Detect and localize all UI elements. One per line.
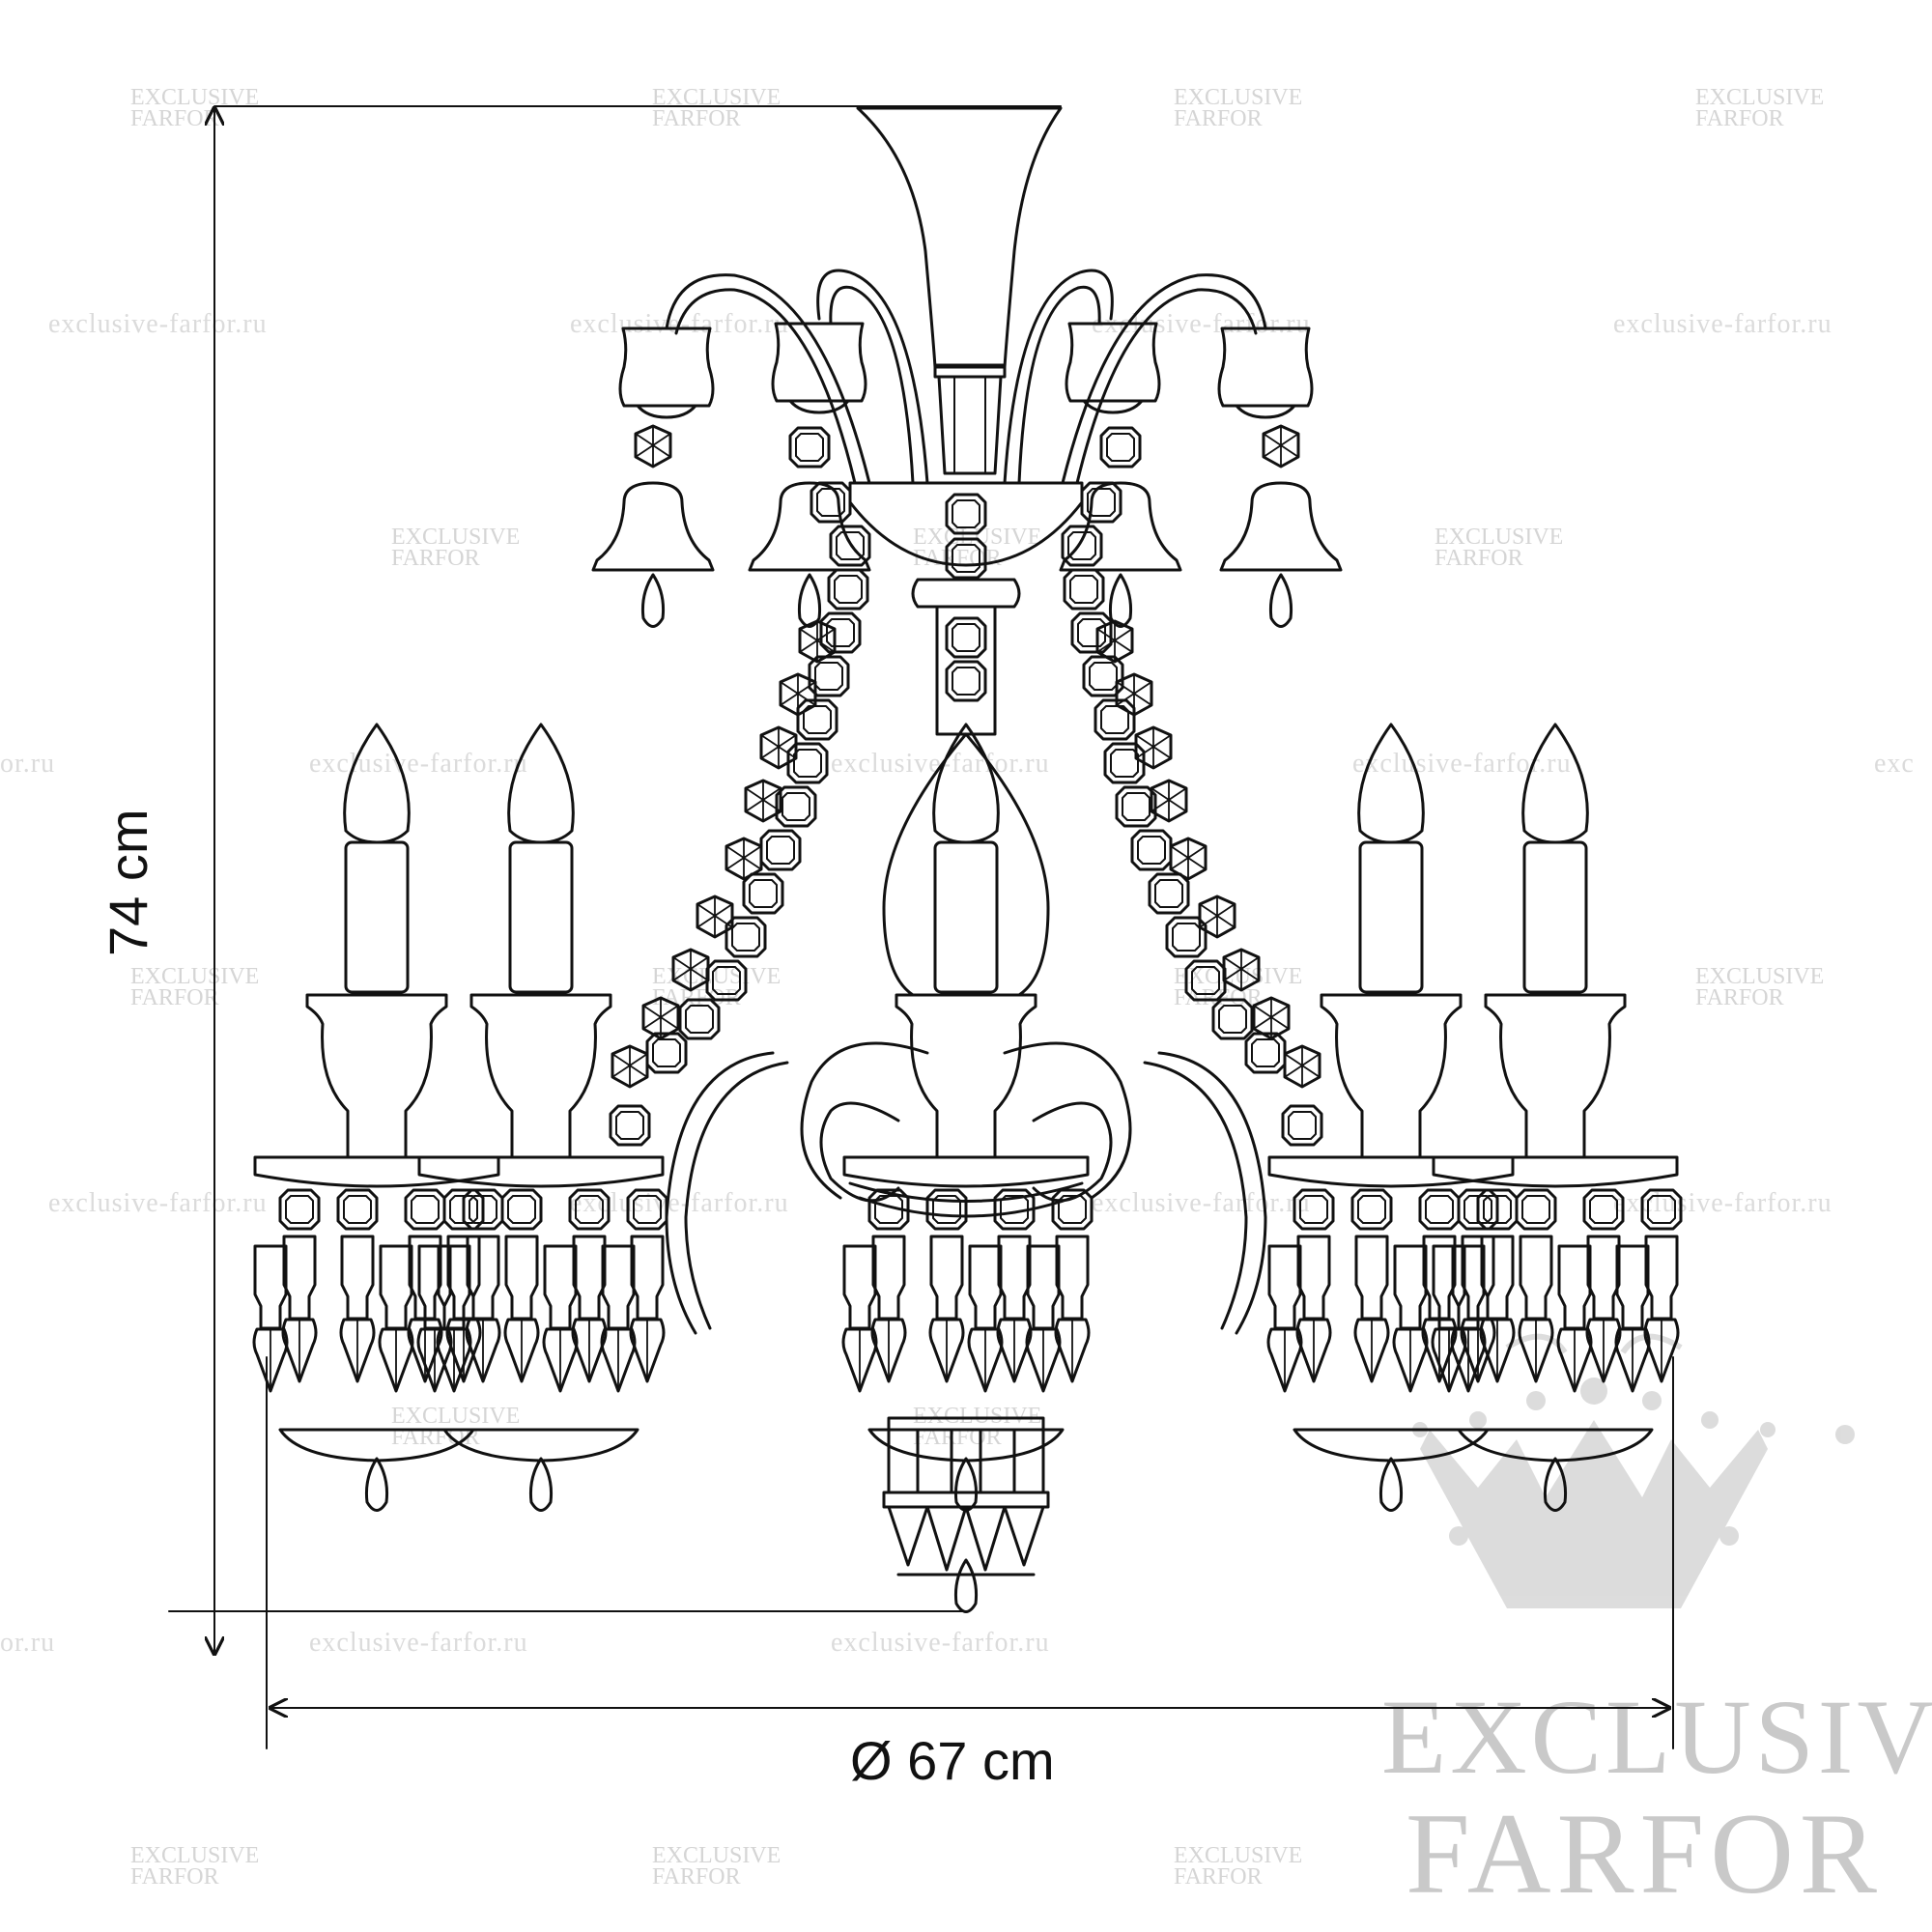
- watermark-url: exc: [1874, 749, 1915, 779]
- watermark-url: exclusive-farfor.ru: [48, 309, 268, 339]
- height-label: 74 cm: [98, 809, 158, 957]
- watermark-url: exclusive-farfor.ru: [48, 1188, 268, 1218]
- watermark-url: exclusive-farfor.ru: [570, 1188, 789, 1218]
- stem: [937, 375, 1003, 475]
- watermark-url: exclusive-farfor.ru: [831, 1628, 1050, 1658]
- upper-arm-left-outer: [665, 273, 871, 485]
- swag-chain-right: [1061, 481, 1323, 1147]
- upper-arm-right-outer: [1061, 273, 1267, 485]
- center-vase: [882, 732, 1050, 997]
- fringe-5: [1433, 1190, 1681, 1511]
- candle-3: [842, 723, 1090, 1188]
- fringe-2: [418, 1190, 667, 1511]
- central-disc: [848, 481, 1084, 567]
- candle-5: [1432, 723, 1679, 1188]
- candle-4: [1267, 723, 1515, 1188]
- brand-watermark-line2: FARFOR: [1406, 1789, 1883, 1918]
- brand-watermark-line1: EXCLUSIVE: [1381, 1678, 1932, 1796]
- watermark-url: exclusive-farfor.ru: [1092, 1188, 1311, 1218]
- watermark-url: or.ru: [0, 749, 56, 779]
- watermark-url: exclusive-farfor.ru: [1613, 309, 1833, 339]
- diameter-label: Ø 67 cm: [850, 1730, 1055, 1791]
- fringe-4: [1268, 1190, 1517, 1511]
- canopy: [856, 106, 1063, 369]
- upper-arm-left-inner: [816, 269, 929, 485]
- fringe-3: [843, 1190, 1092, 1511]
- watermark-url: exclusive-farfor.ru: [1613, 1188, 1833, 1218]
- bottom-finial: [882, 1416, 1050, 1613]
- upper-arm-right-inner: [1003, 269, 1114, 485]
- candle-2: [417, 723, 665, 1188]
- watermark-url: exclusive-farfor.ru: [309, 749, 528, 779]
- watermark-url: or.ru: [0, 1628, 56, 1658]
- lower-arms: [665, 1041, 1267, 1335]
- candle-1: [253, 723, 500, 1188]
- fringe-1: [254, 1190, 502, 1511]
- watermark-url: exclusive-farfor.ru: [309, 1628, 528, 1658]
